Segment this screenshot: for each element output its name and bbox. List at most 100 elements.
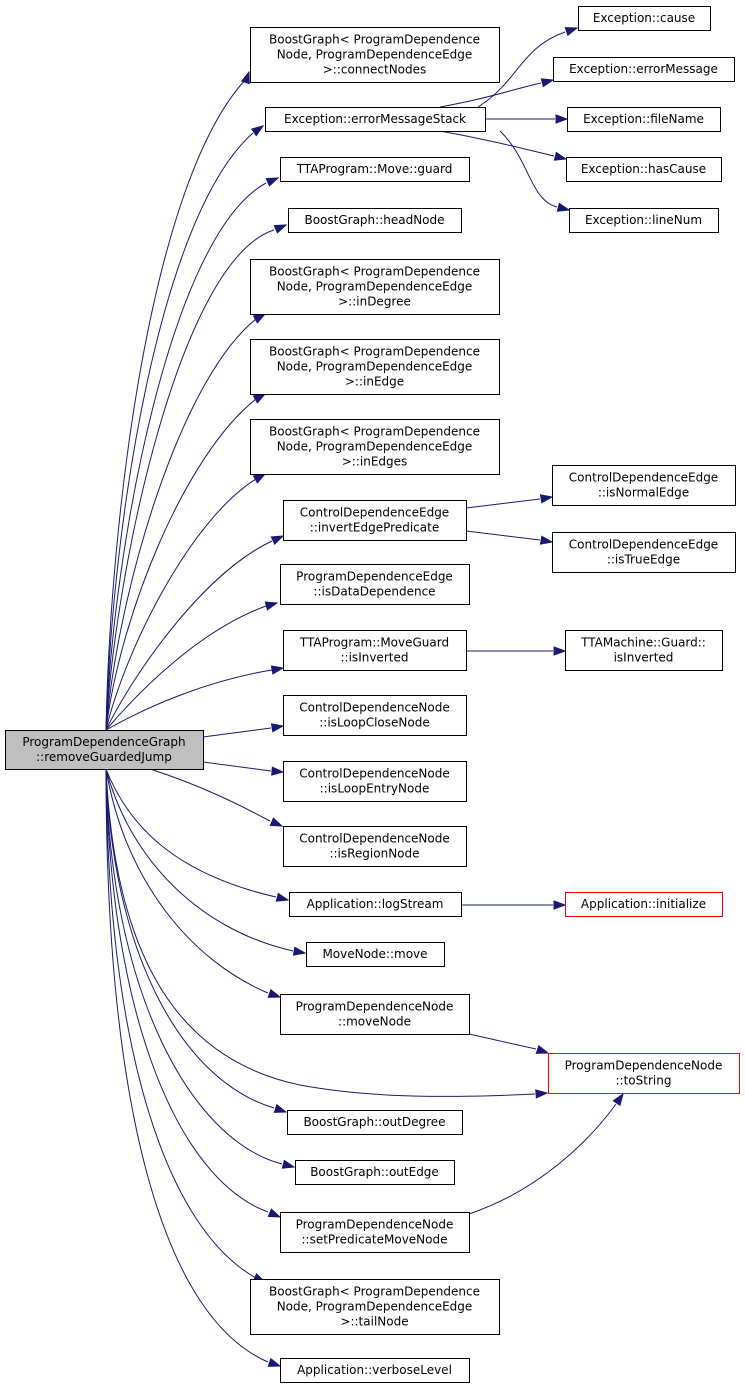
edge-arrowhead bbox=[267, 988, 282, 998]
edge-arrowhead bbox=[556, 202, 571, 212]
node-label-line: >::connectNodes bbox=[323, 63, 427, 77]
node-errorMessage[interactable]: Exception::errorMessage bbox=[553, 57, 735, 82]
node-root[interactable]: ProgramDependenceGraph::removeGuardedJum… bbox=[5, 730, 204, 770]
node-label-line: ::removeGuardedJump bbox=[36, 750, 172, 764]
node-label-line: TTAMachine::Guard:: bbox=[580, 636, 706, 650]
node-label-line: ::setPredicateMoveNode bbox=[302, 1233, 448, 1247]
edge-arrowhead bbox=[267, 1208, 282, 1218]
node-isInvertedG[interactable]: TTAMachine::Guard::isInverted bbox=[565, 630, 723, 671]
node-connectNodes[interactable]: BoostGraph< ProgramDependenceNode, Progr… bbox=[250, 27, 500, 83]
node-label-line: ControlDependenceNode bbox=[299, 832, 450, 846]
edge-arrowhead bbox=[264, 601, 279, 611]
node-label-line: Application::logStream bbox=[307, 897, 444, 911]
node-box bbox=[250, 1279, 500, 1335]
node-label-line: Application::verboseLevel bbox=[297, 1363, 452, 1377]
node-cause[interactable]: Exception::cause bbox=[578, 6, 711, 31]
edge-root-to-guard bbox=[105, 177, 280, 731]
node-box bbox=[567, 107, 721, 132]
node-isRegionNode[interactable]: ControlDependenceNode::isRegionNode bbox=[283, 826, 467, 867]
node-label-line: ProgramDependenceGraph bbox=[22, 735, 185, 749]
edge-line bbox=[477, 31, 566, 108]
edge-arrowhead bbox=[270, 723, 285, 733]
edge-arrowhead bbox=[539, 535, 554, 545]
edge-arrowhead bbox=[252, 393, 267, 404]
edge-root-to-toString bbox=[105, 768, 549, 1099]
node-setPredicateMoveNode[interactable]: ProgramDependenceNode::setPredicateMoveN… bbox=[280, 1212, 470, 1253]
node-outDegree[interactable]: BoostGraph::outDegree bbox=[287, 1110, 463, 1135]
edge-arrowhead bbox=[269, 817, 284, 827]
node-toString[interactable]: ProgramDependenceNode::toString bbox=[548, 1053, 740, 1094]
node-label-line: >::inEdges bbox=[342, 455, 408, 469]
node-inEdges[interactable]: BoostGraph< ProgramDependenceNode, Progr… bbox=[250, 419, 500, 475]
node-box bbox=[283, 630, 467, 671]
node-box bbox=[250, 259, 500, 315]
edge-line bbox=[105, 605, 267, 731]
edge-errorMessageStack-to-hasCause bbox=[439, 130, 568, 161]
node-label-line: BoostGraph< ProgramDependence bbox=[269, 1285, 480, 1299]
node-initialize[interactable]: Application::initialize bbox=[565, 892, 723, 917]
node-hasCause[interactable]: Exception::hasCause bbox=[566, 157, 722, 182]
node-lineNum[interactable]: Exception::lineNum bbox=[569, 208, 719, 233]
edge-arrowhead bbox=[271, 766, 285, 776]
node-label-line: BoostGraph< ProgramDependence bbox=[269, 265, 480, 279]
node-label-line: ::invertEdgePredicate bbox=[310, 521, 439, 535]
node-label-line: ProgramDependenceNode bbox=[565, 1059, 723, 1073]
node-label-line: >::tailNode bbox=[340, 1315, 408, 1329]
node-label-line: ControlDependenceEdge bbox=[569, 538, 718, 552]
edge-arrowhead bbox=[540, 78, 555, 88]
node-isLoopEntryNode[interactable]: ControlDependenceNode::isLoopEntryNode bbox=[283, 761, 467, 802]
node-box bbox=[578, 6, 711, 31]
edge-line bbox=[105, 768, 269, 1363]
node-invertEdgePredicate[interactable]: ControlDependenceEdge::invertEdgePredica… bbox=[283, 500, 467, 541]
node-label-line: Exception::errorMessage bbox=[569, 62, 718, 76]
node-box bbox=[306, 942, 445, 967]
node-box bbox=[265, 107, 486, 132]
edge-arrowhead bbox=[292, 946, 307, 956]
node-outEdge[interactable]: BoostGraph::outEdge bbox=[295, 1160, 455, 1185]
edge-arrowhead bbox=[553, 151, 568, 161]
node-label-line: BoostGraph::headNode bbox=[304, 213, 444, 227]
node-isLoopCloseNode[interactable]: ControlDependenceNode::isLoopCloseNode bbox=[283, 695, 467, 736]
node-errorMessageStack[interactable]: Exception::errorMessageStack bbox=[265, 107, 486, 132]
node-box bbox=[569, 208, 719, 233]
node-headNode[interactable]: BoostGraph::headNode bbox=[288, 208, 462, 233]
edge-arrowhead bbox=[553, 646, 567, 656]
node-moveNode[interactable]: ProgramDependenceNode::moveNode bbox=[280, 994, 470, 1035]
node-guard[interactable]: TTAProgram::Move::guard bbox=[280, 157, 470, 182]
node-verboseLevel[interactable]: Application::verboseLevel bbox=[280, 1358, 470, 1383]
node-box bbox=[250, 339, 500, 395]
node-box bbox=[566, 157, 722, 182]
node-label-line: BoostGraph::outDegree bbox=[303, 1115, 445, 1129]
node-label-line: ::toString bbox=[616, 1074, 672, 1088]
node-fileName[interactable]: Exception::fileName bbox=[567, 107, 721, 132]
edge-arrowhead bbox=[240, 70, 250, 85]
edge-root-to-inEdges bbox=[105, 473, 267, 731]
node-isTrueEdge[interactable]: ControlDependenceEdge::isTrueEdge bbox=[552, 532, 736, 573]
edge-arrowhead bbox=[270, 665, 285, 675]
node-tailNode[interactable]: BoostGraph< ProgramDependenceNode, Progr… bbox=[250, 1279, 500, 1335]
edge-root-to-move bbox=[105, 768, 307, 956]
node-isInvertedMG[interactable]: TTAProgram::MoveGuard::isInverted bbox=[283, 630, 467, 671]
node-label-line: ProgramDependenceEdge bbox=[296, 570, 453, 584]
edge-root-to-isRegionNode bbox=[149, 768, 284, 827]
edge-root-to-headNode bbox=[105, 224, 288, 731]
node-label-line: ::isNormalEdge bbox=[598, 486, 689, 500]
node-box bbox=[553, 57, 735, 82]
node-logStream[interactable]: Application::logStream bbox=[289, 892, 462, 917]
edge-line bbox=[105, 669, 273, 731]
node-isNormalEdge[interactable]: ControlDependenceEdge::isNormalEdge bbox=[552, 465, 736, 506]
edge-line bbox=[105, 768, 283, 1165]
edge-arrowhead bbox=[539, 494, 554, 504]
node-label-line: TTAProgram::MoveGuard bbox=[299, 636, 449, 650]
edge-root-to-isDataDependence bbox=[105, 601, 279, 731]
node-isDataDependence[interactable]: ProgramDependenceEdge::isDataDependence bbox=[280, 564, 470, 605]
edge-line bbox=[105, 318, 257, 731]
node-inDegree[interactable]: BoostGraph< ProgramDependenceNode, Progr… bbox=[250, 259, 500, 315]
node-inEdge[interactable]: BoostGraph< ProgramDependenceNode, Progr… bbox=[250, 339, 500, 395]
node-box bbox=[565, 630, 723, 671]
node-label-line: Exception::cause bbox=[593, 11, 695, 25]
edge-line bbox=[105, 768, 294, 952]
node-move[interactable]: MoveNode::move bbox=[306, 942, 445, 967]
edge-isInvertedMG-to-isInvertedG bbox=[466, 646, 567, 656]
edge-errorMessageStack-to-lineNum bbox=[499, 130, 571, 212]
